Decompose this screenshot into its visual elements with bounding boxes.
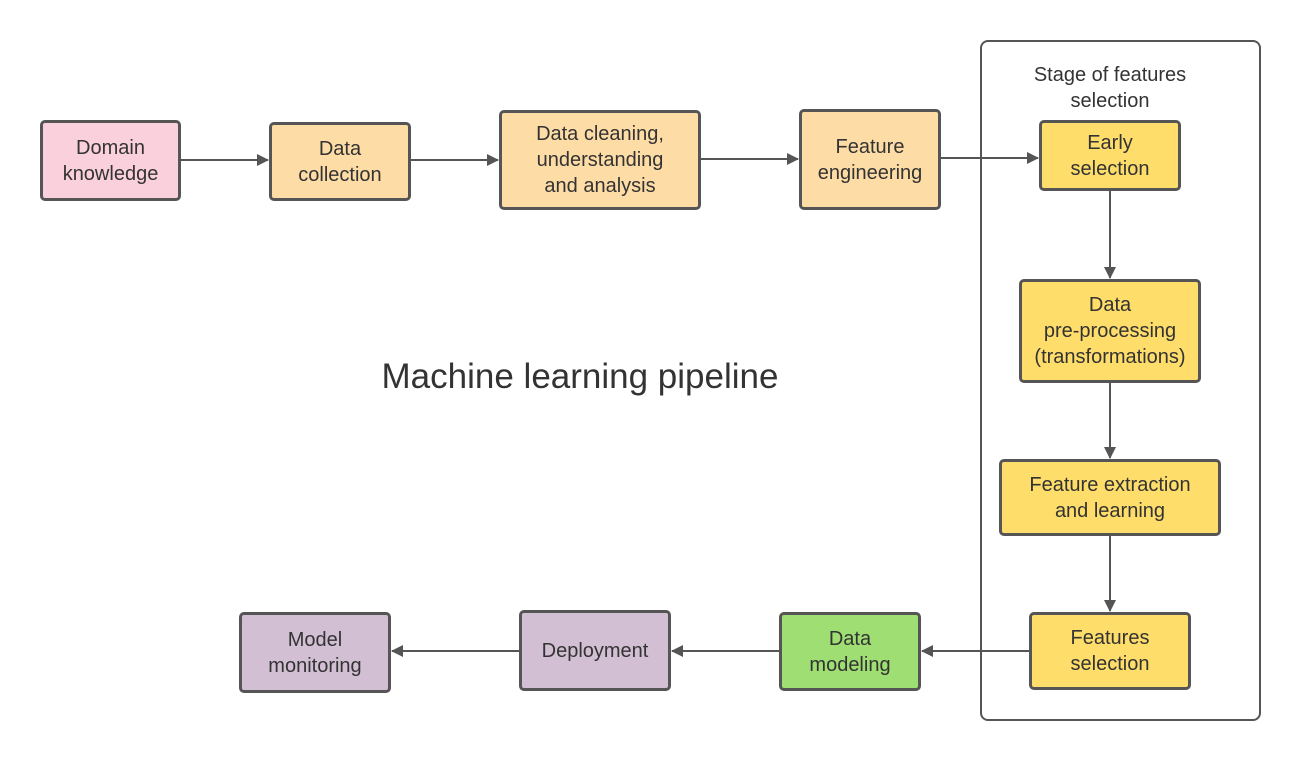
node-data-cleaning: Data cleaning, understanding and analysi… (499, 110, 701, 210)
node-data-modeling: Data modeling (779, 612, 921, 691)
node-domain-knowledge: Domain knowledge (40, 120, 181, 201)
node-early-selection: Early selection (1039, 120, 1181, 191)
node-data-collection: Data collection (269, 122, 411, 201)
node-data-preprocessing: Data pre-processing (transformations) (1019, 279, 1201, 383)
node-features-selection: Features selection (1029, 612, 1191, 690)
node-model-monitoring: Model monitoring (239, 612, 391, 693)
node-feature-extraction: Feature extraction and learning (999, 459, 1221, 536)
stage-group-title: Stage of features selection (1033, 64, 1187, 112)
diagram-title: Machine learning pipeline (381, 357, 779, 396)
feature-selection-stage-group (980, 40, 1261, 721)
node-feature-engineering: Feature engineering (799, 109, 941, 210)
node-deployment: Deployment (519, 610, 671, 691)
